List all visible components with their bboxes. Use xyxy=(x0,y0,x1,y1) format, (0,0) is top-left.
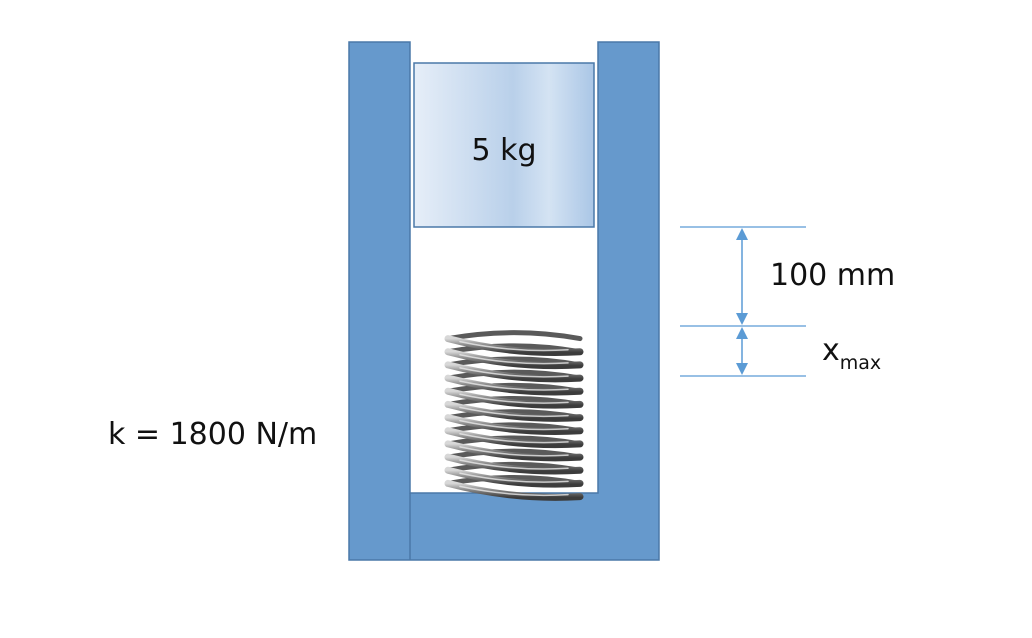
spring-coil-highlight xyxy=(459,406,569,418)
spring xyxy=(444,330,584,501)
spring-coil-highlight xyxy=(459,446,569,457)
spring-coil-highlight xyxy=(459,380,569,391)
mass-block-body xyxy=(413,62,595,228)
mass-block: 5 kg xyxy=(413,62,595,228)
drop-height-arrowhead-up xyxy=(736,228,748,240)
container xyxy=(348,41,660,561)
drop-height-label: 100 mm xyxy=(770,258,895,293)
spring-coil-highlight xyxy=(459,459,569,470)
container-body xyxy=(348,41,660,561)
compression-arrowhead-up xyxy=(736,327,748,339)
spring-coil-highlight xyxy=(459,367,569,378)
dimension-annotations: 100 mm xmax xyxy=(680,226,895,377)
spring-coil-highlight xyxy=(459,472,569,483)
drop-height-arrowhead-down xyxy=(736,313,748,325)
spring-constant-label: k = 1800 N/m xyxy=(108,417,317,452)
spring-coil-highlight xyxy=(459,340,569,352)
compression-label-subscript: max xyxy=(840,352,881,374)
spring-coil-back xyxy=(445,330,583,342)
spring-coil-highlight xyxy=(459,485,569,497)
spring-coil-highlight xyxy=(459,419,569,431)
spring-coil-highlight xyxy=(459,393,569,404)
spring-coil-highlight xyxy=(459,354,569,365)
compression-label-base: x xyxy=(822,333,840,368)
mass-label: 5 kg xyxy=(471,133,536,168)
compression-arrowhead-down xyxy=(736,363,748,375)
spring-coil-highlight xyxy=(459,433,569,444)
compression-label: xmax xyxy=(822,333,881,374)
